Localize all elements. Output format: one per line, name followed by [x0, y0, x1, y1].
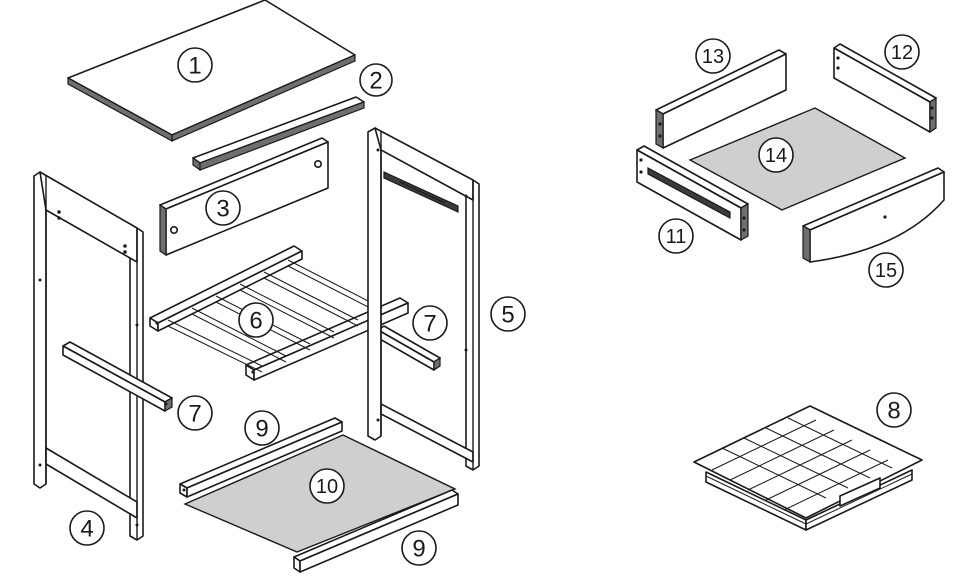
part-drawer-bottom — [688, 107, 907, 211]
callout-label: 9 — [412, 536, 425, 563]
callout-12: 12 — [884, 34, 920, 70]
part-bottom-rail-back — [179, 417, 343, 498]
part-drawer-front — [802, 167, 945, 264]
callout-6: 6 — [238, 302, 274, 338]
part-wire-basket — [693, 405, 923, 531]
part-back-board — [159, 137, 329, 257]
callout-11: 11 — [658, 218, 694, 254]
callout-4: 4 — [69, 510, 105, 546]
callout-3: 3 — [205, 190, 241, 226]
callout-1: 1 — [177, 47, 213, 83]
callout-label: 8 — [887, 398, 900, 425]
callout-label: 9 — [255, 416, 268, 443]
part-front-rail — [192, 96, 365, 172]
callout-label: 7 — [188, 401, 201, 428]
callout-7-right: 7 — [412, 305, 448, 341]
part-drawer-runner-right — [377, 325, 441, 372]
callout-label: 3 — [216, 196, 229, 223]
callout-label: 12 — [891, 42, 913, 64]
callout-2: 2 — [359, 63, 393, 97]
callout-10: 10 — [309, 468, 345, 504]
callout-label: 11 — [666, 226, 687, 248]
callout-label: 15 — [875, 260, 897, 282]
callout-label: 10 — [316, 476, 338, 498]
callout-label: 6 — [249, 308, 262, 335]
part-drawer-side-right — [833, 43, 937, 134]
part-drawer-side-left — [636, 145, 749, 242]
callout-label: 7 — [423, 311, 436, 338]
part-right-frame — [367, 127, 480, 471]
callout-label: 4 — [80, 516, 93, 543]
part-left-frame — [33, 171, 144, 541]
callout-13: 13 — [695, 38, 731, 74]
callout-9-lower: 9 — [401, 530, 437, 566]
callout-14: 14 — [758, 137, 794, 173]
callout-label: 2 — [369, 68, 382, 95]
part-bottom-rail-front — [293, 489, 459, 573]
callout-9-upper: 9 — [244, 410, 280, 446]
callout-label: 13 — [702, 46, 724, 68]
callout-label: 14 — [765, 145, 787, 167]
part-drawer-back — [655, 49, 787, 150]
callout-label: 5 — [501, 302, 514, 329]
callout-8: 8 — [876, 392, 912, 428]
callout-5: 5 — [490, 296, 526, 332]
callout-label: 1 — [188, 53, 201, 80]
callout-15: 15 — [868, 252, 904, 288]
part-drawer-runner-left — [62, 341, 173, 413]
callout-7-left: 7 — [177, 395, 213, 431]
